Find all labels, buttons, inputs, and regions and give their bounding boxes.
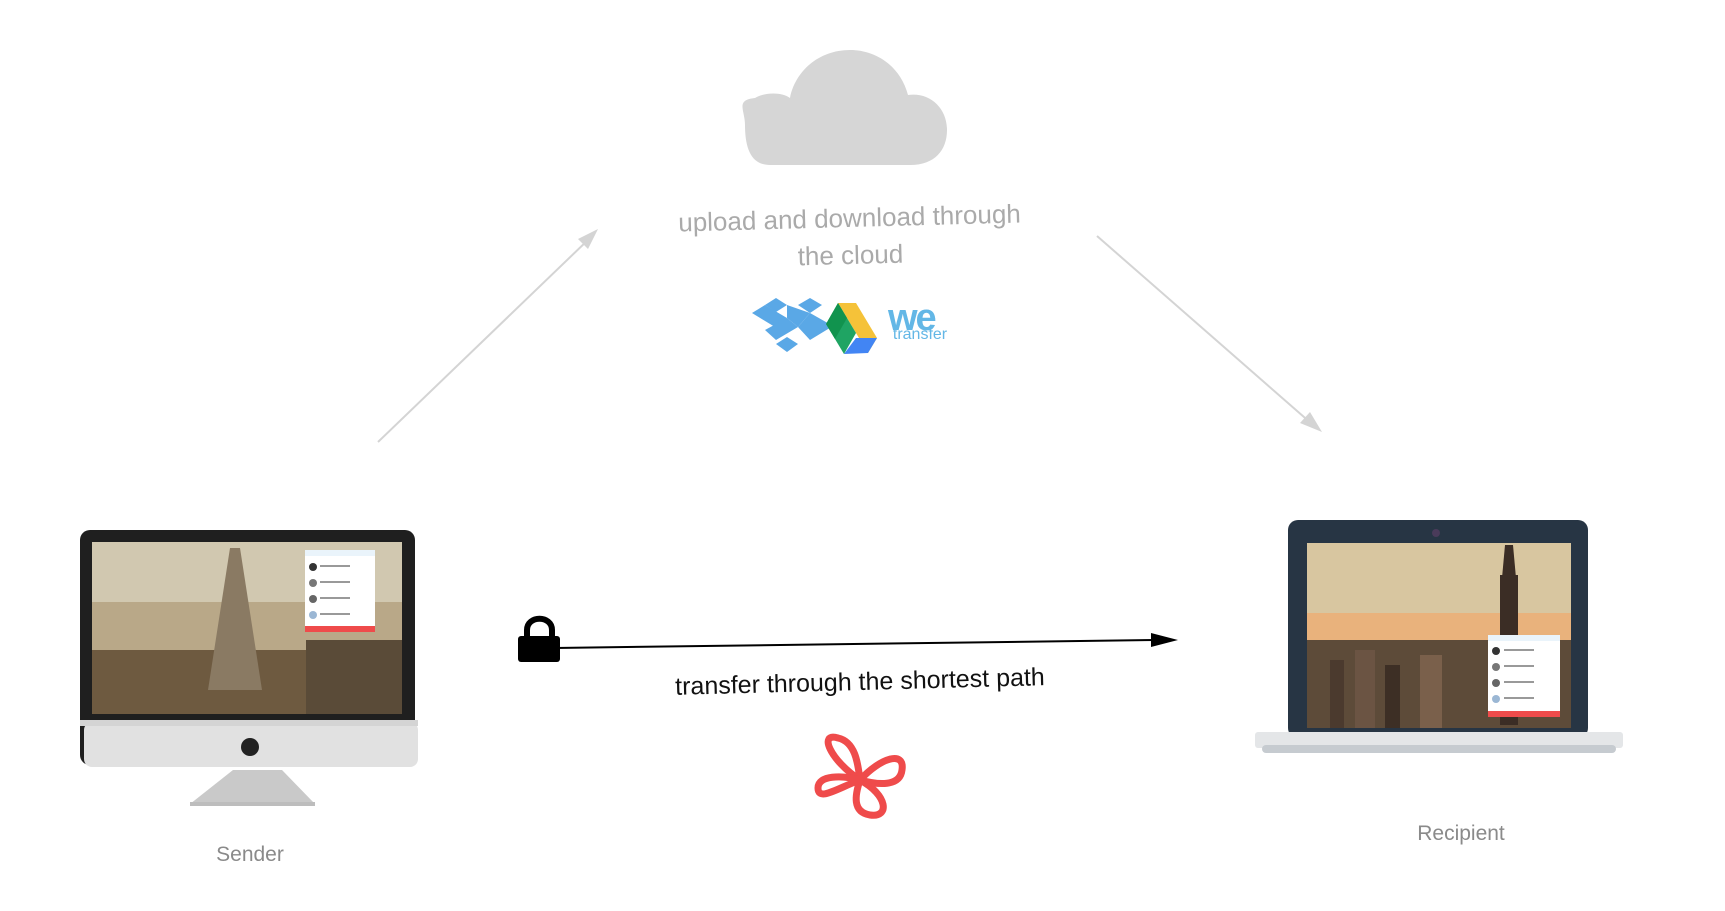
cloud-description: upload and download through the cloud (639, 195, 1061, 280)
recipient-label: Recipient (1417, 822, 1505, 845)
direct-transfer-label: transfer through the shortest path (674, 663, 1046, 701)
wetransfer-label: transfer (892, 326, 948, 343)
sender-label: Sender (216, 843, 284, 866)
